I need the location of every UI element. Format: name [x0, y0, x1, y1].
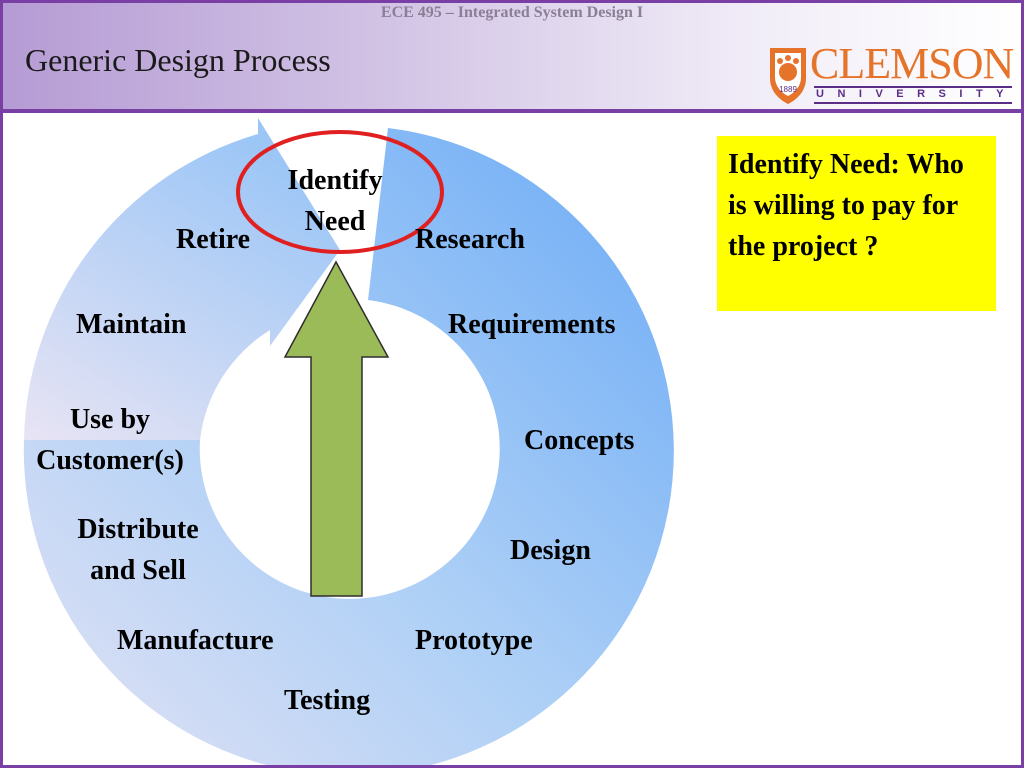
stage-label: Customer(s): [36, 445, 184, 476]
stage-maintain: Maintain: [76, 309, 187, 340]
course-title: ECE 495 – Integrated System Design I: [380, 4, 644, 21]
stage-design: Design: [510, 535, 591, 566]
slide-title: Generic Design Process: [25, 42, 331, 78]
stage-distribute-and-sell: Distribute and Sell: [58, 509, 218, 591]
stage-concepts: Concepts: [524, 425, 635, 456]
clemson-logo: 1889 CLEMSON UNIVERSITY: [766, 40, 1018, 106]
stage-label: Distribute: [77, 514, 199, 545]
identify-need-highlight: [236, 130, 444, 254]
stage-label: Use by: [69, 404, 151, 435]
logo-wordmark: CLEMSON: [810, 39, 1014, 88]
logo-rule-bottom: [814, 102, 1012, 104]
green-up-arrow: [283, 260, 390, 597]
stage-research: Research: [415, 224, 525, 255]
logo-year: 1889: [779, 85, 797, 94]
cycle-ring-left: [24, 118, 340, 440]
stage-prototype: Prototype: [415, 625, 533, 656]
slide-header: ECE 495 – Integrated System Design I Gen…: [0, 0, 1024, 113]
tiger-paw-shield-icon: 1889: [770, 48, 806, 104]
stage-label: and Sell: [90, 555, 186, 586]
stage-manufacture: Manufacture: [117, 625, 274, 656]
stage-use-by-customers: Use by Customer(s): [20, 399, 200, 481]
identify-need-callout: Identify Need: Who is willing to pay for…: [717, 136, 996, 311]
stage-testing: Testing: [284, 685, 371, 716]
logo-rule-top: [814, 86, 1012, 88]
stage-label: Need: [304, 206, 366, 237]
stage-label: Identify: [287, 165, 383, 196]
stage-retire: Retire: [176, 224, 251, 255]
stage-requirements: Requirements: [448, 309, 616, 340]
stage-identify-need: Identify Need: [272, 160, 398, 242]
logo-subtitle: UNIVERSITY: [816, 88, 1018, 100]
cycle-ring-right: [23, 128, 674, 768]
